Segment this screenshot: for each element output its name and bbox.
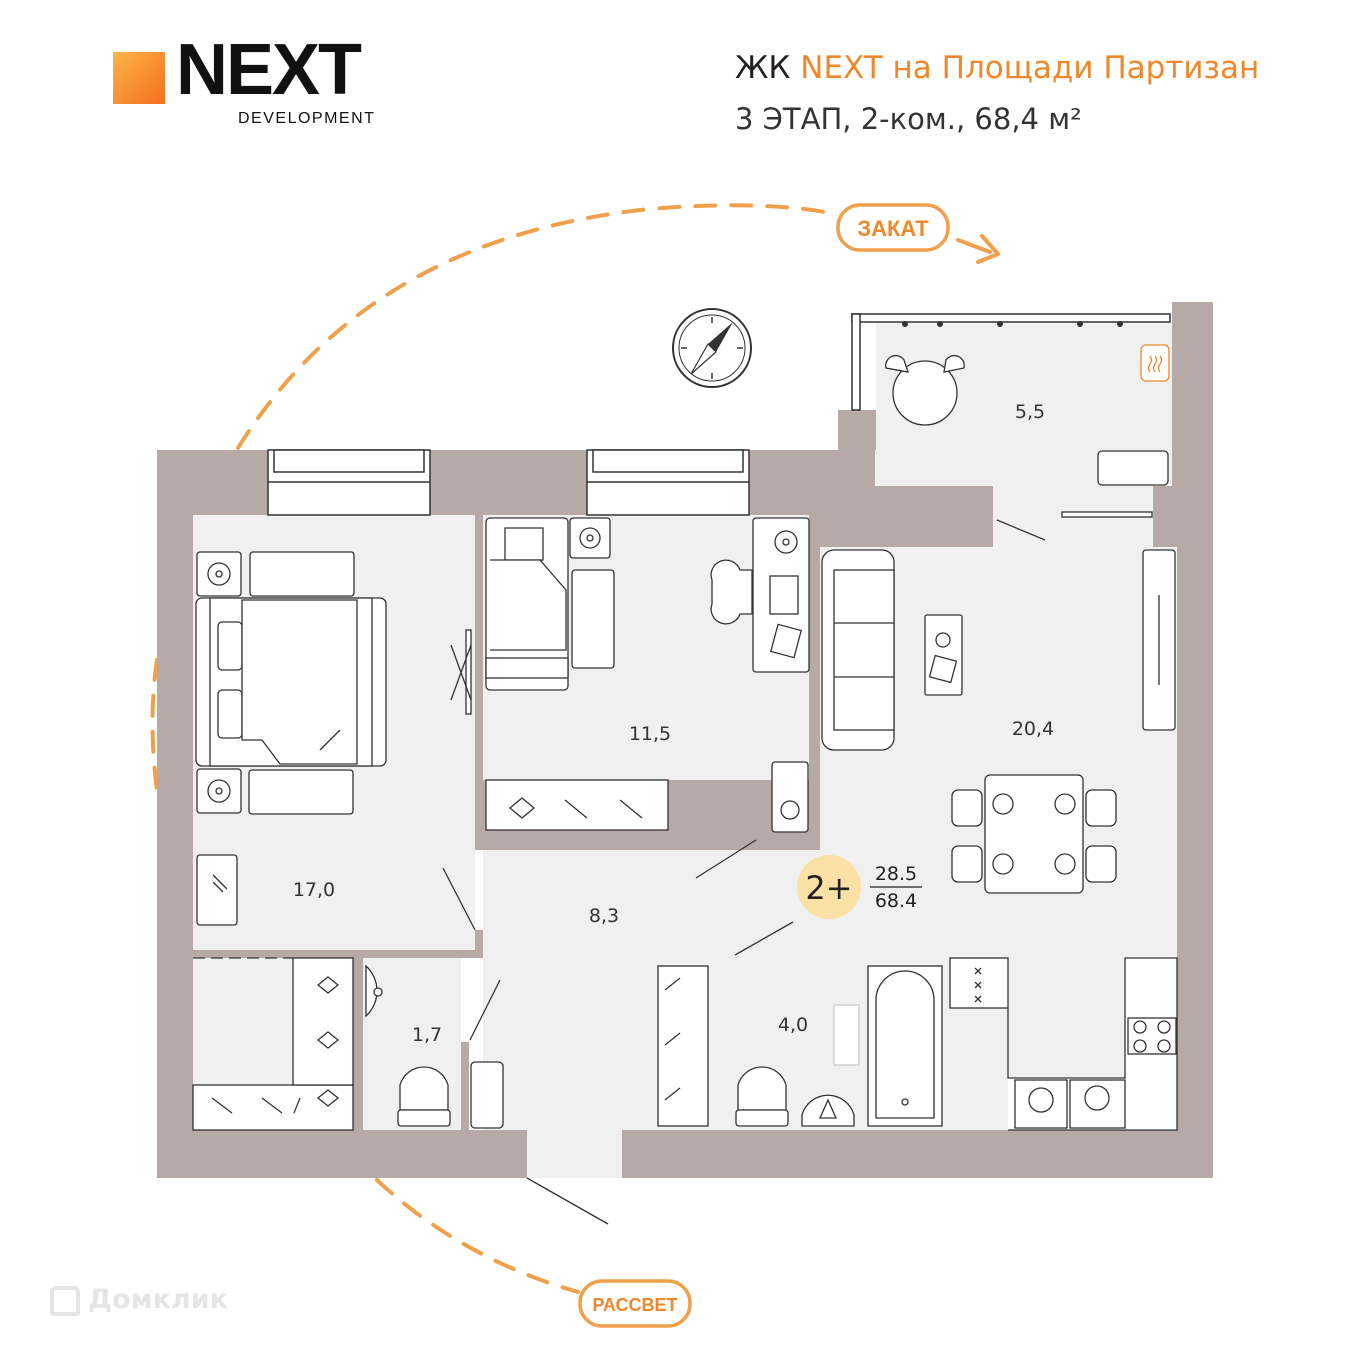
bench-bottom bbox=[248, 769, 354, 815]
wall-balcony-left bbox=[838, 410, 876, 450]
bedroom-sink-unit bbox=[196, 854, 238, 926]
sun-path bbox=[150, 203, 992, 1294]
doors bbox=[442, 511, 1153, 1225]
kids-furniture bbox=[485, 517, 810, 833]
complex-title-prefix: ЖК bbox=[735, 50, 801, 86]
brand-logo-subtitle: DEVELOPMENT bbox=[238, 110, 376, 127]
sunrise-arc bbox=[375, 1178, 580, 1294]
brand-logo-square bbox=[113, 52, 165, 104]
sunset-arc bbox=[236, 203, 832, 450]
sunset-arc-tail bbox=[956, 238, 992, 254]
sunset-label-pill bbox=[836, 203, 950, 252]
wall-closet-right bbox=[353, 958, 363, 1130]
west-arc bbox=[150, 658, 159, 792]
balcony-bench bbox=[1097, 450, 1169, 486]
compass-icon bbox=[672, 308, 752, 388]
balcony-mullions bbox=[902, 321, 1123, 327]
apartment-type-badge bbox=[797, 855, 861, 919]
coffee-table bbox=[924, 614, 963, 696]
sunset-label: ЗАКАТ bbox=[857, 216, 929, 241]
sunrise-label: РАССВЕТ bbox=[593, 1295, 678, 1315]
total-area: 68.4 bbox=[875, 890, 917, 912]
living-furniture bbox=[821, 549, 1176, 894]
kids-bench bbox=[571, 569, 615, 669]
bedroom-furniture bbox=[195, 551, 387, 926]
kitchen-furniture bbox=[949, 957, 1178, 1131]
wall-bedroom-right bbox=[475, 515, 483, 850]
room-area-living: 20,4 bbox=[1012, 718, 1054, 740]
room-area-bathroom: 4,0 bbox=[778, 1014, 808, 1036]
wall-bedroom-bottom bbox=[193, 950, 483, 958]
chair-icon bbox=[710, 559, 753, 625]
window-balcony-left bbox=[851, 313, 861, 411]
closet-furniture bbox=[192, 957, 354, 1131]
room-area-balcony: 5,5 bbox=[1015, 401, 1045, 423]
living-area: 28.5 bbox=[875, 863, 917, 885]
watermark-house-icon bbox=[50, 1285, 80, 1316]
floor-hall-entry bbox=[527, 1130, 622, 1178]
sunset-arrow-head bbox=[976, 234, 1000, 264]
apartment-type: 2+ bbox=[805, 869, 852, 907]
wall-bedroom-nook bbox=[475, 930, 483, 958]
complex-title: ЖК NEXT на Площади Партизан bbox=[735, 50, 1259, 86]
windows bbox=[267, 313, 1171, 516]
toilet-icon bbox=[399, 1066, 449, 1111]
round-table bbox=[892, 360, 958, 426]
room-area-toilet: 1,7 bbox=[412, 1024, 442, 1046]
wall-kids-right bbox=[809, 515, 820, 850]
bathroom-furniture bbox=[735, 965, 943, 1127]
sunrise-label-pill bbox=[578, 1279, 692, 1328]
room-area-hall: 8,3 bbox=[589, 905, 619, 927]
dining-table bbox=[984, 774, 1084, 894]
complex-name: NEXT на Площади Партизан bbox=[800, 50, 1260, 86]
room-area-bedroom: 17,0 bbox=[293, 879, 335, 901]
rug bbox=[470, 1061, 504, 1129]
bath-toilet-icon bbox=[737, 1066, 787, 1111]
balcony-furniture bbox=[885, 344, 1170, 486]
toilet-furniture bbox=[365, 964, 504, 1129]
bench-top bbox=[249, 551, 355, 597]
brand-logo-word: NEXT bbox=[176, 30, 362, 110]
washing-unit bbox=[771, 761, 809, 833]
window-balcony-top bbox=[851, 313, 1171, 323]
watermark-text: Домклик bbox=[88, 1284, 229, 1315]
apartment-details: 3 ЭТАП, 2-ком., 68,4 м² bbox=[735, 102, 1082, 136]
hall-wardrobe bbox=[657, 965, 709, 1127]
watermark: Домклик bbox=[50, 1284, 228, 1316]
room-area-kids: 11,5 bbox=[629, 723, 671, 745]
wall-toilet-right bbox=[461, 1042, 469, 1130]
